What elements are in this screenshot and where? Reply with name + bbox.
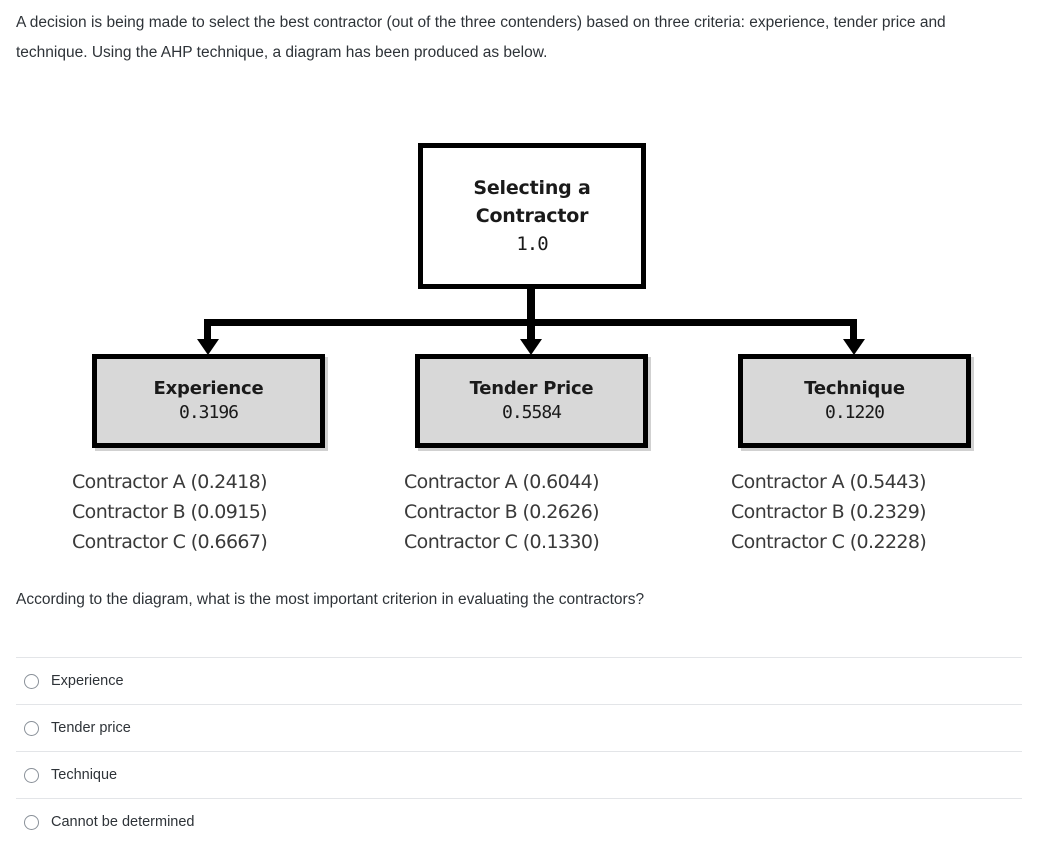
criterion-node-tender-price: Tender Price 0.5584 — [415, 354, 648, 448]
option-label: Cannot be determined — [51, 814, 195, 830]
list-item: Contractor A (0.5443) — [731, 471, 927, 493]
connector-drop-technique — [850, 319, 857, 343]
radio-button-icon[interactable] — [24, 673, 39, 689]
answer-options-list: Experience Tender price Technique Cannot… — [16, 657, 1022, 845]
criterion-node-technique: Technique 0.1220 — [738, 354, 971, 448]
arrowhead-experience-icon — [197, 339, 219, 355]
alternatives-list-experience: Contractor A (0.2418) Contractor B (0.09… — [72, 467, 268, 557]
criterion-weight: 0.1220 — [824, 402, 885, 423]
list-item: Contractor C (0.1330) — [404, 531, 600, 553]
option-cannot-be-determined[interactable]: Cannot be determined — [16, 798, 1022, 845]
connector-drop-experience — [204, 319, 211, 343]
arrowhead-technique-icon — [843, 339, 865, 355]
criterion-weight: 0.5584 — [501, 402, 562, 423]
radio-button-icon[interactable] — [24, 814, 39, 830]
goal-title-line1: Selecting a — [473, 177, 591, 199]
question-stem-text: A decision is being made to select the b… — [16, 14, 946, 61]
list-item: Contractor A (0.6044) — [404, 471, 600, 493]
arrowhead-tender-price-icon — [520, 339, 542, 355]
radio-button-icon[interactable] — [24, 767, 39, 783]
criterion-weight: 0.3196 — [178, 402, 239, 423]
goal-weight: 1.0 — [516, 233, 548, 255]
goal-title-line2: Contractor — [475, 205, 589, 227]
list-item: Contractor B (0.2329) — [731, 501, 927, 523]
alternatives-list-technique: Contractor A (0.5443) Contractor B (0.23… — [731, 467, 927, 557]
list-item: Contractor C (0.6667) — [72, 531, 268, 553]
list-item: Contractor B (0.0915) — [72, 501, 268, 523]
option-label: Tender price — [51, 720, 131, 736]
list-item: Contractor B (0.2626) — [404, 501, 600, 523]
connector-drop-tender-price — [527, 319, 535, 343]
option-technique[interactable]: Technique — [16, 751, 1022, 798]
option-experience[interactable]: Experience — [16, 657, 1022, 704]
connector-stem — [527, 289, 535, 321]
radio-button-icon[interactable] — [24, 720, 39, 736]
criterion-label: Technique — [804, 378, 905, 399]
criterion-label: Experience — [153, 378, 264, 399]
criterion-node-experience: Experience 0.3196 — [92, 354, 325, 448]
option-label: Technique — [51, 767, 118, 783]
ahp-hierarchy-diagram: Selecting a Contractor 1.0 Experience 0.… — [0, 130, 1038, 575]
criterion-label: Tender Price — [469, 378, 594, 399]
alternatives-list-tender-price: Contractor A (0.6044) Contractor B (0.26… — [404, 467, 600, 557]
list-item: Contractor A (0.2418) — [72, 471, 268, 493]
option-label: Experience — [51, 673, 124, 689]
option-tender-price[interactable]: Tender price — [16, 704, 1022, 751]
question-prompt: According to the diagram, what is the mo… — [16, 591, 645, 608]
list-item: Contractor C (0.2228) — [731, 531, 927, 553]
goal-node: Selecting a Contractor 1.0 — [418, 143, 646, 289]
